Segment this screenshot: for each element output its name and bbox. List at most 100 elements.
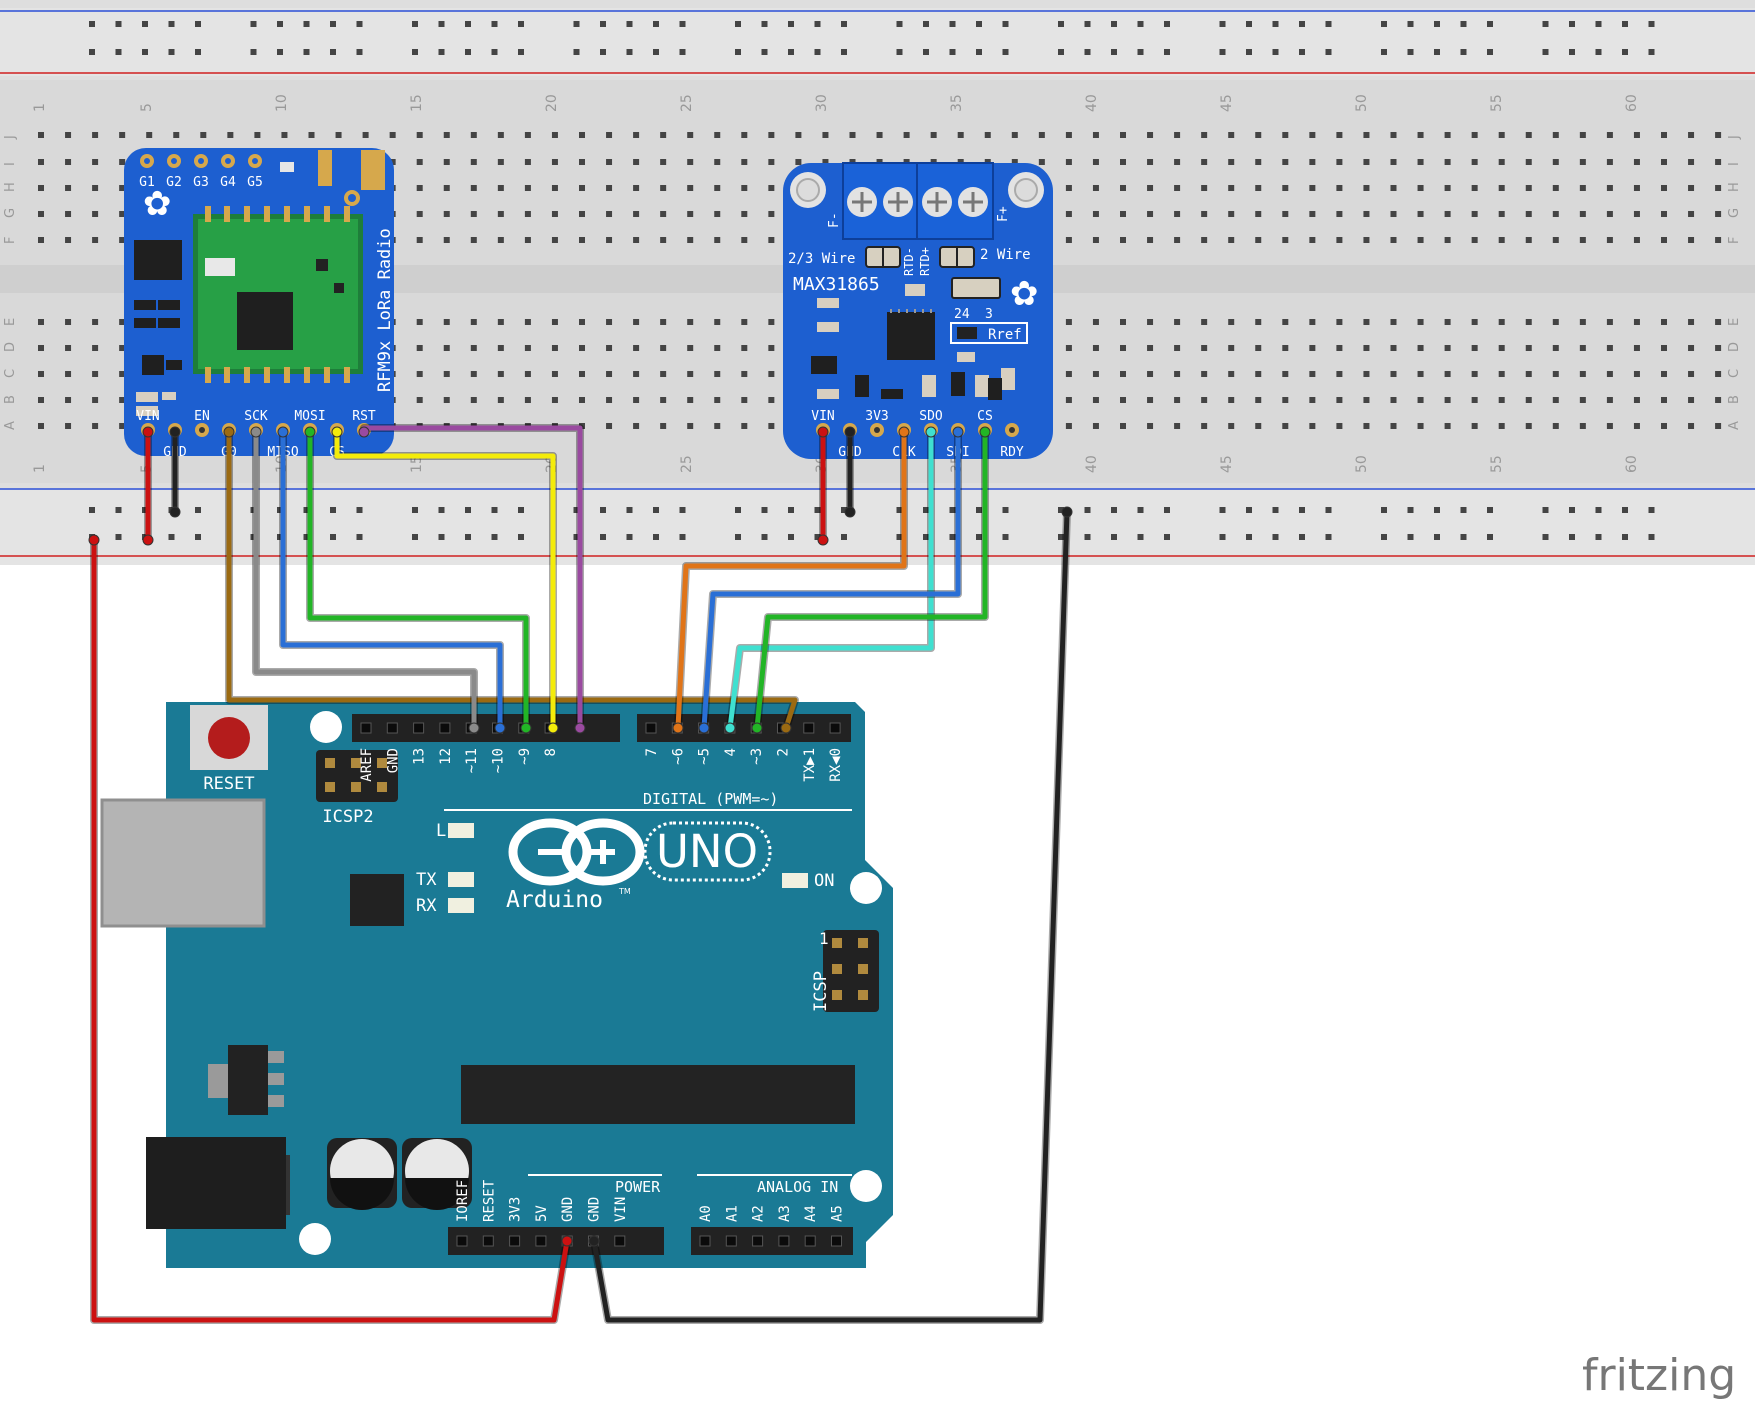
breadboard-hole — [984, 132, 991, 138]
rail-hole — [896, 21, 903, 27]
rail-hole — [412, 49, 418, 55]
breadboard-hole — [1282, 211, 1289, 217]
row-letter: I — [3, 162, 18, 166]
rail-hole — [976, 21, 982, 27]
rail-hole — [1648, 49, 1655, 55]
atmega16u2-chip — [350, 874, 404, 926]
rail-hole — [1595, 534, 1602, 540]
breadboard-hole — [1715, 211, 1722, 217]
breadboard-hole — [687, 185, 694, 191]
rail-hole — [1299, 507, 1305, 513]
antenna — [318, 150, 332, 186]
rail-hole — [1272, 534, 1279, 540]
rail-hole — [1542, 21, 1549, 27]
rail-hole — [653, 507, 659, 513]
breadboard-hole — [1120, 345, 1126, 351]
breadboard-hole — [1498, 132, 1505, 138]
voltage-regulator — [228, 1045, 268, 1115]
row-letter: H — [3, 182, 18, 192]
breadboard-hole — [741, 371, 748, 377]
breadboard-hole — [741, 345, 748, 351]
breadboard-hole — [443, 159, 450, 165]
breadboard-hole — [660, 371, 667, 377]
rail-hole — [277, 534, 283, 540]
breadboard-hole — [1444, 237, 1451, 243]
rail-hole — [168, 534, 175, 540]
rail-hole — [679, 21, 686, 27]
rail-hole — [303, 21, 310, 27]
column-number-bottom: 40 — [1084, 455, 1100, 473]
breadboard-hole — [92, 423, 99, 429]
breadboard-hole — [1309, 159, 1316, 165]
digital-pin-label: 13 — [412, 748, 428, 765]
breadboard-hole — [416, 185, 423, 191]
breadboard-hole — [714, 185, 721, 191]
analog-pin-label: A5 — [830, 1205, 846, 1222]
rail-hole — [949, 534, 956, 540]
header-pin — [803, 722, 815, 734]
breadboard-hole — [1390, 371, 1397, 377]
breadboard-hole — [1661, 345, 1667, 351]
rail-hole — [1137, 49, 1144, 55]
row-letter: A — [1727, 421, 1742, 430]
breadboard-hole — [1201, 345, 1208, 351]
breadboard-hole — [1174, 185, 1181, 191]
led-tx-label: TX — [416, 870, 437, 890]
breadboard-hole — [1552, 185, 1559, 191]
breadboard-hole — [1038, 159, 1045, 165]
rfm-pin-label: SCK — [244, 409, 268, 424]
rail-hole — [788, 534, 794, 540]
breadboard-hole — [660, 132, 667, 138]
breadboard-hole — [876, 132, 883, 138]
digital-label: DIGITAL (PWM=~) — [643, 790, 778, 808]
rail-hole — [626, 507, 633, 513]
breadboard-hole — [551, 319, 558, 325]
icsp-label: ICSP — [811, 971, 831, 1012]
breadboard-hole — [1633, 423, 1640, 429]
rail-hole — [438, 534, 445, 540]
breadboard-hole — [92, 237, 99, 243]
breadboard-hole — [1363, 371, 1370, 377]
rail-hole — [1648, 534, 1655, 540]
rail-hole — [735, 49, 741, 55]
breadboard-hole — [1282, 397, 1289, 403]
digital-pin-label: ~5 — [697, 748, 713, 765]
breadboard-hole — [1228, 397, 1235, 403]
max31865-chip — [887, 312, 935, 360]
breadboard-hole — [1552, 319, 1559, 325]
capacitor-1 — [327, 1138, 397, 1210]
breadboard-hole — [65, 397, 72, 403]
breadboard-hole — [173, 132, 180, 138]
rail-hole — [277, 21, 283, 27]
rail-hole — [330, 49, 336, 55]
breadboard-hole — [1120, 211, 1126, 217]
power-pin-label: 5V — [534, 1205, 550, 1222]
breadboard-hole — [524, 319, 531, 325]
breadboard-hole — [1471, 185, 1478, 191]
breadboard-hole — [1633, 185, 1640, 191]
column-number-top: 25 — [679, 94, 695, 112]
breadboard-hole — [497, 132, 504, 138]
max-pin-label: 3V3 — [865, 409, 888, 424]
atmega328-chip — [461, 1065, 855, 1124]
breadboard-hole — [1444, 185, 1451, 191]
header-pin — [456, 1235, 468, 1247]
breadboard-hole — [146, 132, 153, 138]
rail-hole — [438, 21, 445, 27]
breadboard-hole — [1715, 319, 1722, 325]
column-number-top: 5 — [139, 103, 155, 112]
wire2-label: 2 Wire — [980, 247, 1031, 263]
breadboard-hole — [1038, 132, 1045, 138]
breadboard-hole — [1606, 211, 1613, 217]
breadboard-hole — [1174, 132, 1181, 138]
breadboard-hole — [497, 211, 504, 217]
breadboard-hole — [660, 423, 667, 429]
column-number-top: 45 — [1219, 94, 1235, 112]
rail-hole — [195, 507, 201, 513]
breadboard-hole — [579, 211, 585, 217]
rail-hole — [115, 21, 122, 27]
rail-hole — [1325, 21, 1332, 27]
breadboard-hole — [1633, 371, 1640, 377]
breadboard-hole — [1552, 423, 1559, 429]
